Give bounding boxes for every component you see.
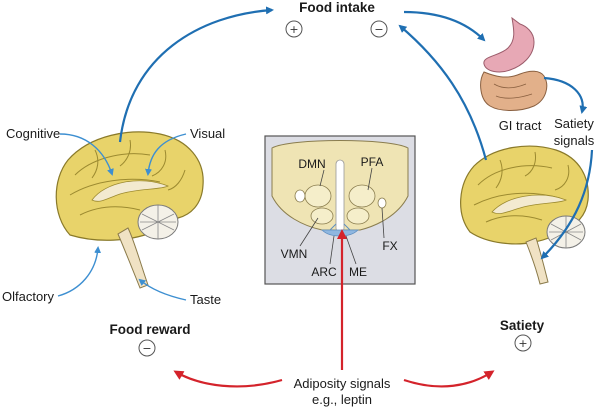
food-reward-minus-sign: − (138, 339, 156, 357)
arrow-olfactory (57, 246, 102, 297)
me-label: ME (349, 265, 367, 279)
gi-tract-illustration (480, 16, 548, 111)
food-intake-label: Food intake (299, 0, 375, 15)
hypothalamus-panel: DMN PFA VMN ARC ME FX (264, 135, 416, 285)
arrow-adiposity-to-satiety (403, 370, 495, 388)
arrow-adiposity-to-food-reward (173, 370, 283, 388)
cognitive-label: Cognitive (6, 126, 60, 141)
adiposity-signals-label: Adiposity signals (294, 376, 391, 391)
satiety-signals-label-line2: signals (554, 133, 595, 148)
satiety-label: Satiety (500, 318, 545, 333)
dmn-label: DMN (298, 157, 325, 171)
pfa-label: PFA (361, 155, 384, 169)
left-brain-illustration (55, 131, 204, 289)
olfactory-label: Olfactory (2, 289, 55, 304)
arrow-food-intake-to-gi-tract (403, 10, 486, 42)
right-brain-illustration (460, 145, 589, 285)
satiety-plus-sign: + (514, 334, 532, 352)
arrow-gi-to-satiety-signals (543, 76, 588, 114)
arrow-satiety-to-food-intake (398, 24, 488, 161)
fx-label: FX (382, 239, 397, 253)
food-reward-label: Food reward (109, 322, 190, 337)
arrow-to-food-intake (118, 6, 274, 143)
food-intake-minus-sign: − (370, 20, 388, 38)
food-intake-plus-sign: + (285, 20, 303, 38)
taste-label: Taste (190, 292, 221, 307)
arrow-satiety-signals-to-brain (540, 149, 594, 260)
arrow-taste (138, 278, 187, 301)
svg-text:+: + (518, 337, 527, 350)
arrow-visual (145, 133, 187, 176)
svg-text:+: + (289, 23, 298, 36)
svg-text:−: − (374, 23, 383, 36)
gi-tract-label: GI tract (499, 118, 542, 133)
visual-label: Visual (190, 126, 225, 141)
vmn-label: VMN (281, 247, 308, 261)
leptin-label: e.g., leptin (312, 392, 372, 407)
arc-label: ARC (311, 265, 337, 279)
svg-text:−: − (142, 342, 151, 355)
arrow-cognitive (59, 133, 114, 176)
satiety-signals-label-line1: Satiety (554, 116, 594, 131)
